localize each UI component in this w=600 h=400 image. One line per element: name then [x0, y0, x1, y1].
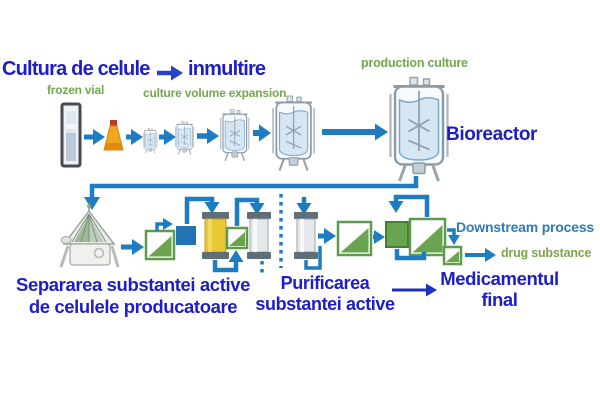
shake-flask-icon: [103, 120, 124, 151]
title-arrow-icon: [157, 65, 183, 81]
filter-square-icon: [144, 229, 176, 261]
flow-arrow: [197, 128, 219, 144]
filter-square-icon: [442, 245, 463, 266]
flow-arrow: [253, 124, 271, 142]
polish-square-icon: [385, 221, 409, 248]
filter-square-icon: [225, 226, 249, 250]
filter-square-icon: [336, 220, 373, 257]
flow-arrow: [159, 129, 176, 145]
frozen-vial-label: frozen vial: [47, 83, 105, 97]
flow-arrow: [318, 228, 336, 244]
capture-square-icon: [176, 226, 196, 245]
final-medicine-label: Medicamentul final: [437, 268, 562, 310]
flow-arrow: [373, 230, 385, 244]
bypass-elbow-arrow: [155, 218, 173, 231]
separation-label: Separarea substantei active de celulele …: [8, 274, 258, 318]
drug-substance-label: drug substance: [501, 246, 592, 260]
expansion-vessel-icon: [174, 121, 195, 156]
bioreactor-label: Bioreactor: [446, 124, 538, 145]
separation-line2: de celulele producatoare: [28, 296, 238, 317]
production-bioreactor-icon: [389, 76, 449, 183]
column-outlet-elbow: [304, 246, 322, 270]
recycle-loop-arrow: [388, 194, 430, 261]
column-eluate-elbow-arrow: [212, 250, 244, 273]
final-line2: final: [481, 289, 518, 310]
flow-arrow: [126, 129, 143, 145]
purification-label: Purificarea substantei active: [252, 273, 398, 315]
big-filter-square-icon: [408, 217, 447, 257]
expansion-vessel-icon: [220, 108, 250, 162]
culture-volume-expansion-label: culture volume expansion: [143, 86, 287, 100]
title-multiplication: inmultire: [188, 58, 266, 80]
chromatography-column-icon: [202, 212, 229, 259]
flow-arrow: [121, 239, 144, 255]
polish-column-icon: [247, 212, 271, 259]
final-step-arrow: [392, 283, 437, 297]
expansion-vessel-icon: [143, 128, 158, 154]
column-load-arrow: [296, 197, 312, 215]
flow-arrow: [322, 123, 388, 141]
frozen-vial-icon: [60, 102, 82, 168]
column-load-elbow-arrow: [184, 196, 220, 224]
purification-line2: substantei active: [255, 294, 395, 314]
column-load-elbow-arrow: [234, 197, 265, 226]
production-culture-label: production culture: [361, 56, 468, 70]
separation-line1: Separarea substantei active: [16, 274, 250, 295]
downstream-process-label: Downstream process: [456, 219, 595, 235]
title-culture: Cultura de celule: [2, 58, 150, 80]
centrifuge-icon: [59, 203, 120, 268]
purification-line1: Purificarea: [280, 273, 370, 293]
final-line1: Medicamentul: [440, 268, 559, 289]
expansion-vessel-icon: [271, 95, 316, 172]
polish-column-icon: [294, 212, 318, 259]
flow-arrow: [84, 129, 105, 145]
harvest-connector-arrow: [84, 176, 419, 210]
drug-substance-arrow: [465, 248, 496, 262]
final-filter-elbow-arrow: [447, 228, 460, 245]
